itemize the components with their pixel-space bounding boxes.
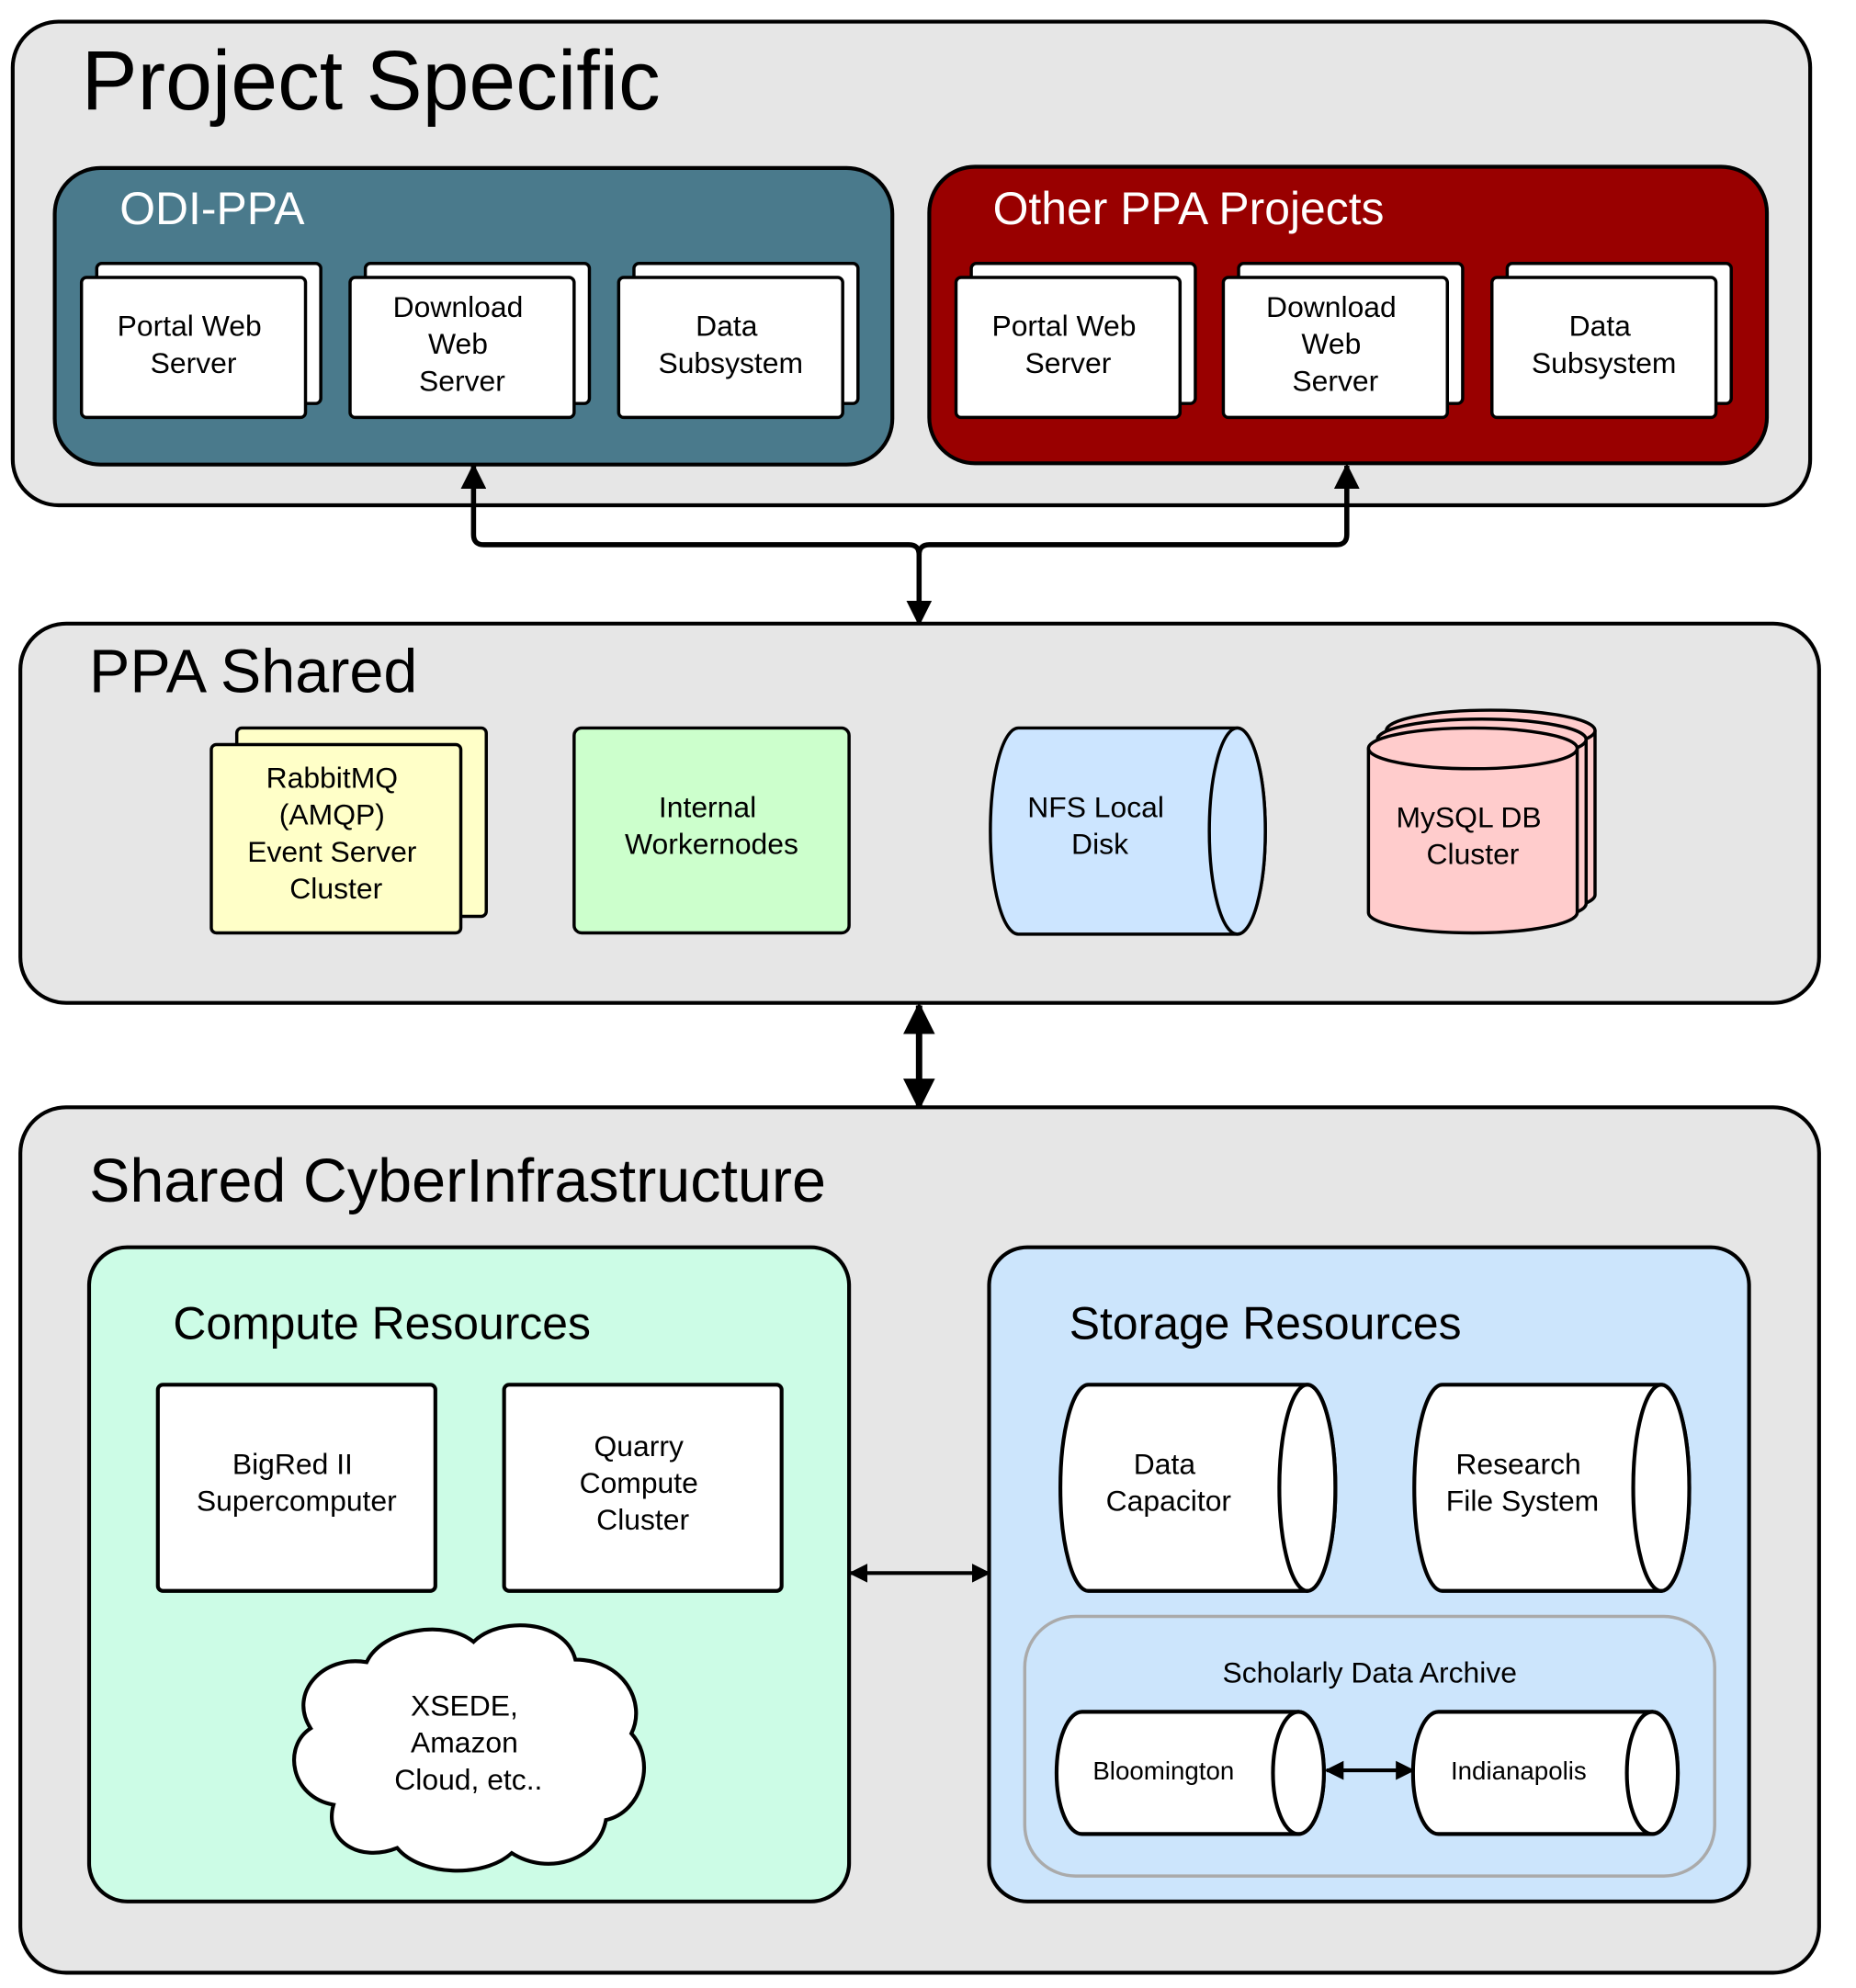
box-label-line: (AMQP) <box>279 798 385 831</box>
odi-download-web-server: Download Web Server <box>348 262 592 420</box>
shared-ci-title: Shared CyberInfrastructure <box>89 1147 826 1215</box>
scholarly-data-archive: Scholarly Data Archive Bloomington India… <box>1023 1614 1716 1878</box>
box-label-line: Server <box>1292 364 1378 397</box>
svg-text:Download Web: Download Web Server <box>1266 290 1405 397</box>
box-label-line: Quarry <box>594 1429 684 1463</box>
mysql-db-cluster: MySQL DB Cluster <box>1366 708 1597 935</box>
svg-text:MySQL DB Cluster: MySQL DB Cluster <box>1396 801 1549 871</box>
box-label-line: Download <box>1266 290 1397 323</box>
box-label-line: NFS Local <box>1027 790 1164 823</box>
quarry-compute-cluster: Quarry Compute Cluster <box>502 1383 784 1593</box>
box-label-line: Cloud, etc.. <box>394 1763 542 1796</box>
project-specific-title: Project Specific <box>82 34 661 128</box>
box-label-line: Cluster <box>289 872 382 905</box>
compute-resources-group: Compute Resources BigRed II Supercompute… <box>86 1245 852 1903</box>
svg-text:Quarry Compute: Quarry Compute Cluster <box>580 1429 707 1536</box>
svg-text:NFS Local Disk: NFS Local Disk <box>1027 790 1172 860</box>
box-label-line: File System <box>1446 1484 1599 1517</box>
connector-project-to-shared <box>460 463 1360 627</box>
bloomington-label: Bloomington <box>1092 1756 1234 1785</box>
svg-text:XSEDE, Amazon: XSEDE, Amazon Cloud, etc.. <box>394 1689 542 1796</box>
compute-resources-title: Compute Resources <box>173 1297 590 1349</box>
rabbitmq-cluster: RabbitMQ (AMQP) Event Server Cluster <box>209 726 488 935</box>
svg-text:Data Subsystem: Data Subsystem <box>658 310 803 379</box>
storage-resources-title: Storage Resources <box>1069 1297 1462 1349</box>
other-ppa-title: Other PPA Projects <box>993 183 1385 234</box>
box-label-line: Workernodes <box>625 828 798 861</box>
box-label-line: Web <box>428 327 488 360</box>
ppa-shared-layer: PPA Shared RabbitMQ (AMQP) Event Server … <box>18 621 1821 1005</box>
box-label-line: Server <box>151 346 237 379</box>
box-label-line: Data <box>1134 1447 1196 1480</box>
box-label-line: Data <box>1569 310 1632 343</box>
box-label-line: Subsystem <box>658 346 803 379</box>
research-file-system: Research File System <box>1412 1383 1692 1593</box>
box-label-line: Portal Web <box>118 310 262 343</box>
box-label-line: Portal Web <box>991 310 1136 343</box>
odi-ppa-title: ODI-PPA <box>119 183 305 234</box>
box-label-line: XSEDE, <box>411 1689 518 1723</box>
svg-text:Data Capacitor: Data Capacitor <box>1106 1447 1232 1517</box>
xsede-cloud: XSEDE, Amazon Cloud, etc.. <box>292 1623 647 1873</box>
archive-title: Scholarly Data Archive <box>1222 1656 1517 1689</box>
other-data-subsystem: Data Subsystem <box>1490 262 1733 420</box>
box-label-line: Research <box>1455 1447 1580 1480</box>
internal-workernodes: Internal Workernodes <box>572 726 851 935</box>
box-label-line: Compute <box>580 1466 698 1499</box>
box-label-line: Subsystem <box>1532 346 1677 379</box>
box-label-line: Amazon <box>411 1726 518 1759</box>
box-label-line: Data <box>696 310 758 343</box>
box-label-line: Server <box>1024 346 1111 379</box>
svg-text:Data Subsystem: Data Subsystem <box>1532 310 1677 379</box>
box-label-line: Disk <box>1071 828 1128 861</box>
ppa-shared-title: PPA Shared <box>89 638 417 706</box>
box-label-line: Event Server <box>247 835 417 868</box>
svg-text:RabbitMQ (AMQP): RabbitMQ (AMQP) Event Server Cluster <box>247 762 424 906</box>
storage-resources-group: Storage Resources Data Capacitor Researc… <box>987 1245 1751 1903</box>
archive-indianapolis: Indianapolis <box>1410 1710 1681 1836</box>
odi-portal-web-server: Portal Web Server <box>79 262 323 420</box>
odi-data-subsystem: Data Subsystem <box>617 262 860 420</box>
project-specific-layer: Project Specific ODI-PPA Portal Web Serv… <box>10 19 1813 508</box>
other-download-web-server: Download Web Server <box>1221 262 1465 420</box>
svg-text:Research File System: Research File System <box>1446 1447 1599 1517</box>
box-label-line: Server <box>419 364 505 397</box>
odi-ppa-group: ODI-PPA Portal Web Server Download Web S… <box>52 165 895 467</box>
svg-text:Download Web: Download Web Server <box>393 290 532 397</box>
nfs-local-disk: NFS Local Disk <box>989 726 1267 936</box>
box-label-line: Capacitor <box>1106 1484 1232 1517</box>
other-ppa-group: Other PPA Projects Portal Web Server Dow… <box>927 164 1770 466</box>
shared-ci-layer: Shared CyberInfrastructure Compute Resou… <box>18 1105 1821 1975</box>
svg-text:Portal Web Server: Portal Web Server <box>991 310 1144 379</box>
box-label-line: Cluster <box>596 1503 689 1536</box>
box-label-line: Internal <box>659 790 756 823</box>
box-label-line: Download <box>393 290 524 323</box>
bigred-supercomputer: BigRed II Supercomputer <box>155 1383 437 1593</box>
svg-text:BigRed II Supercompu: BigRed II Supercomputer <box>197 1447 397 1517</box>
svg-text:Portal Web Server: Portal Web Server <box>118 310 270 379</box>
box-label-line: MySQL DB <box>1396 801 1541 834</box>
indianapolis-label: Indianapolis <box>1451 1756 1587 1785</box>
svg-text:Internal Workernodes: Internal Workernodes <box>625 790 798 860</box>
box-label-line: BigRed II <box>232 1447 353 1480</box>
box-label-line: Cluster <box>1427 838 1520 871</box>
box-label-line: Supercomputer <box>197 1484 397 1517</box>
other-portal-web-server: Portal Web Server <box>954 262 1197 420</box>
data-capacitor: Data Capacitor <box>1058 1383 1338 1593</box>
box-label-line: Web <box>1301 327 1361 360</box>
archive-bloomington: Bloomington <box>1054 1710 1326 1836</box>
box-label-line: RabbitMQ <box>266 762 398 795</box>
